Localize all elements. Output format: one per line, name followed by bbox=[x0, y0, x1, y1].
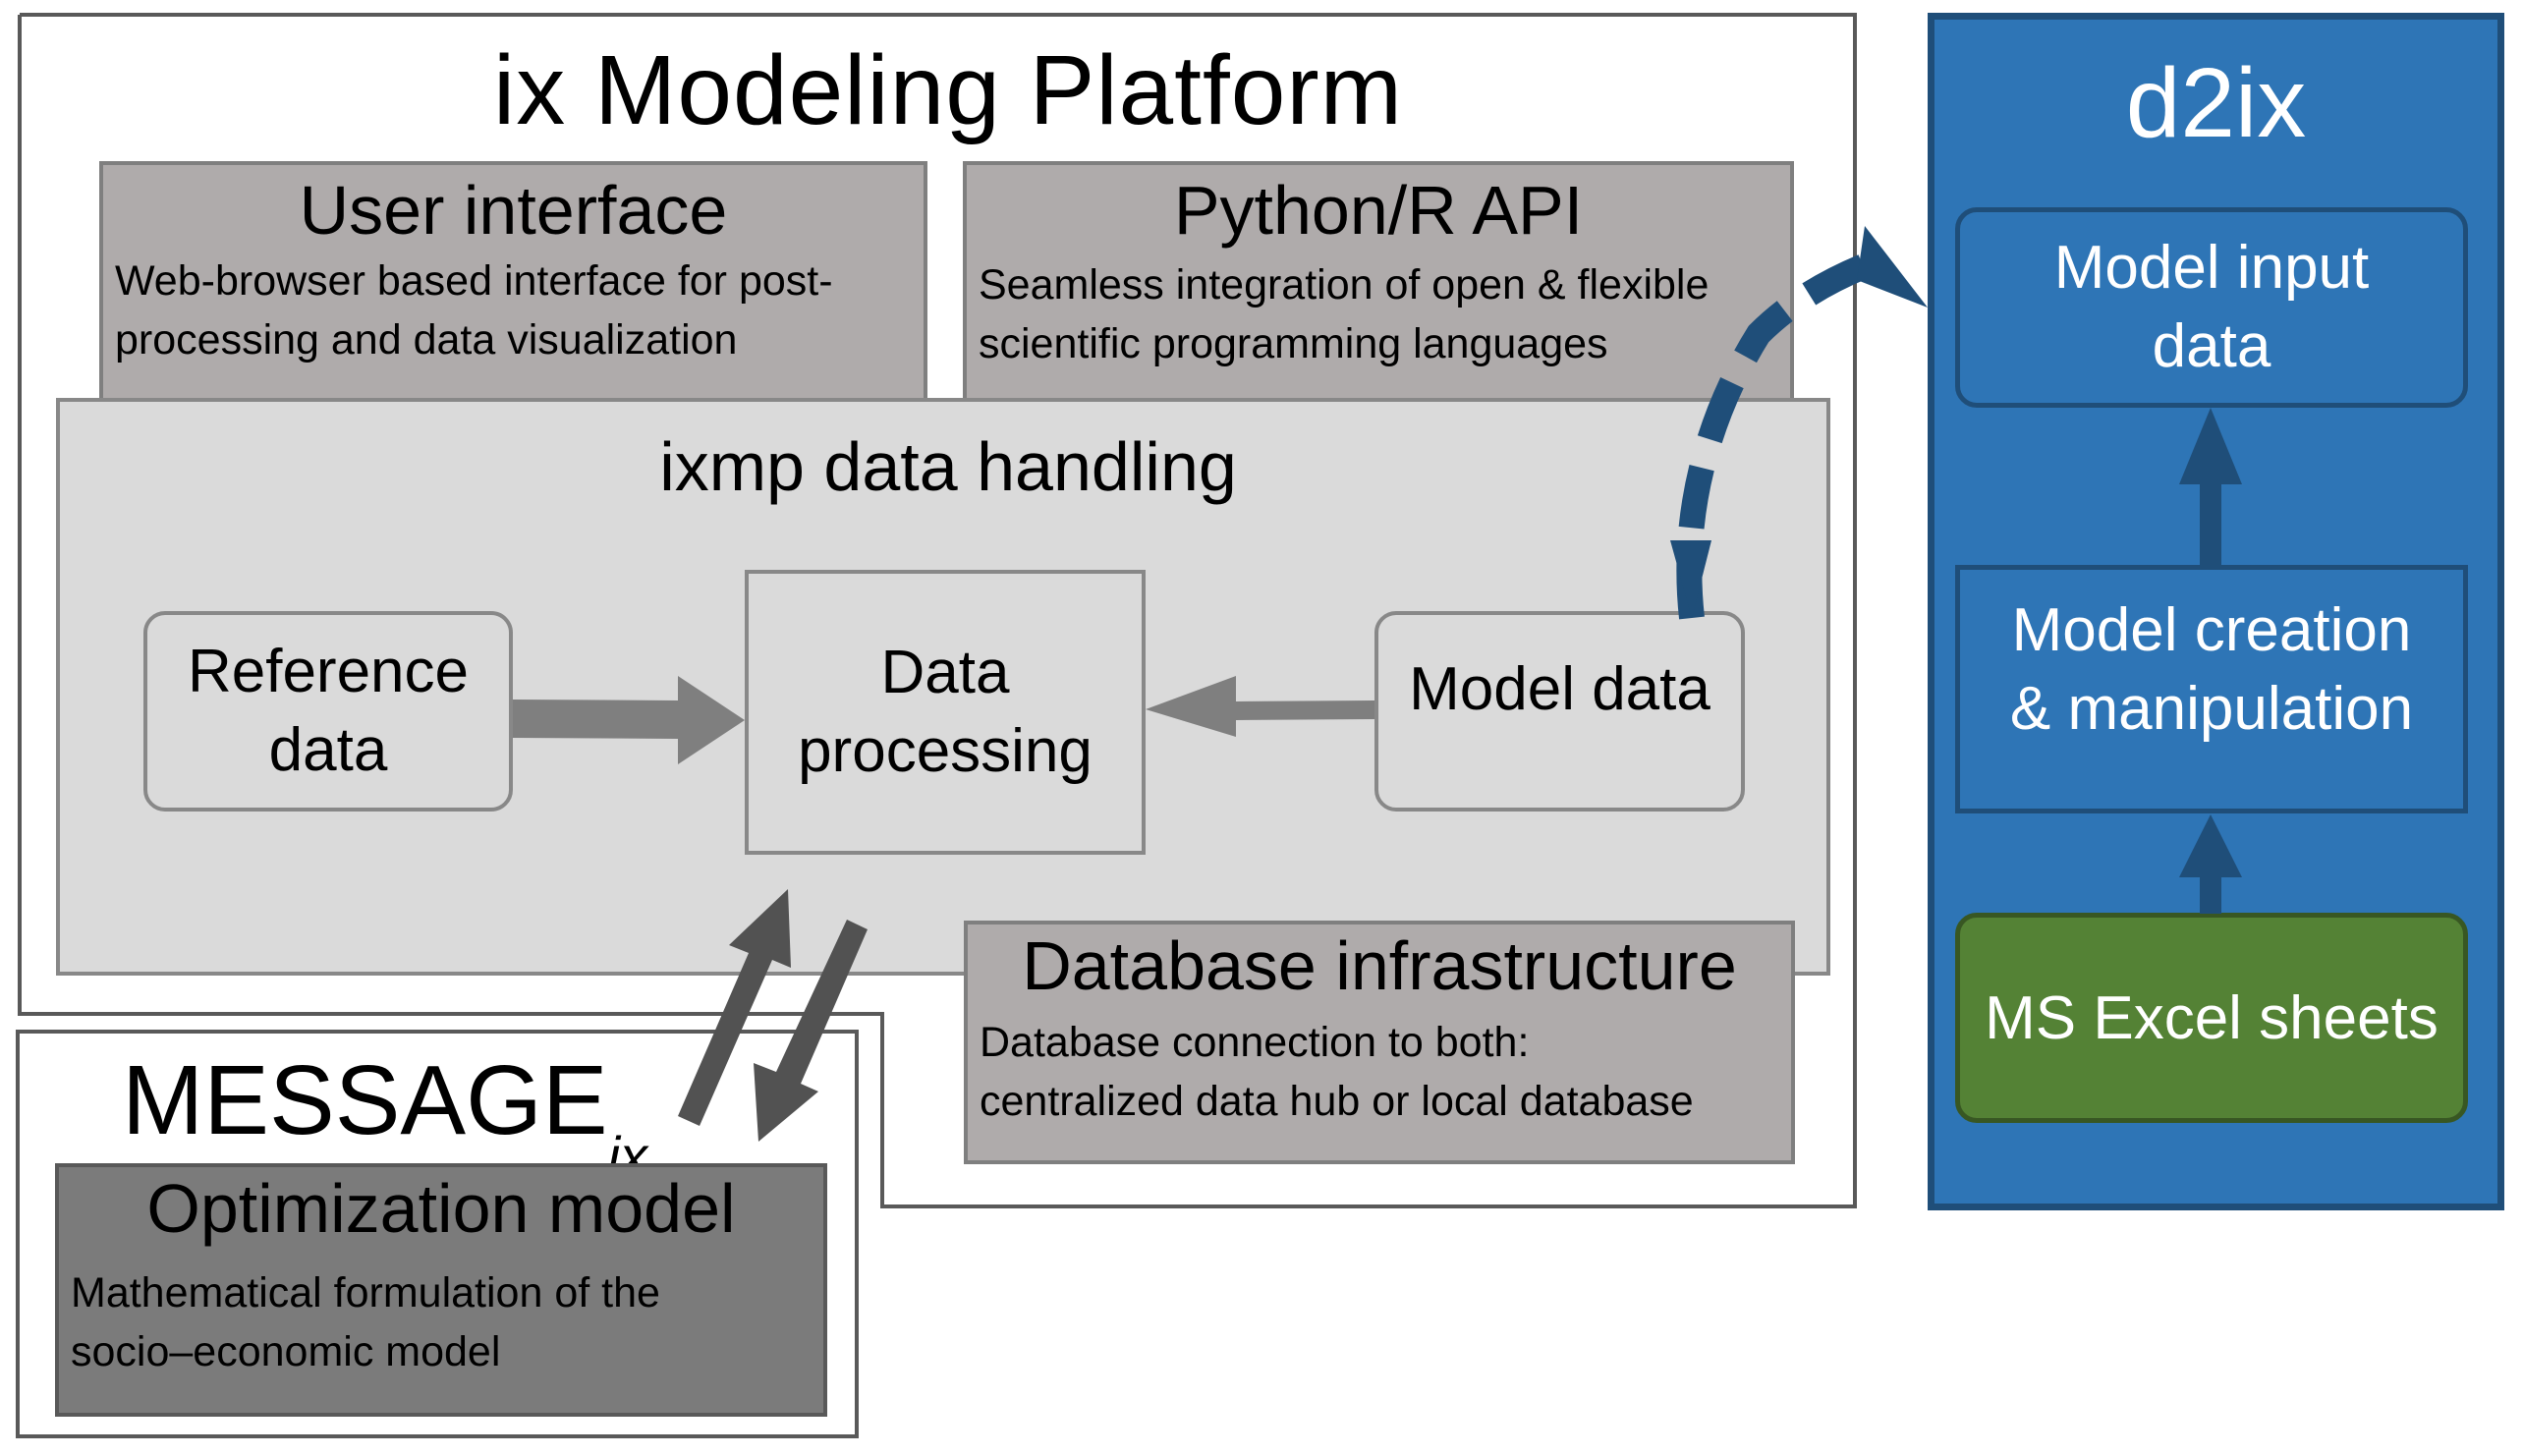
python-r-api-box[interactable]: Python/R API Seamless integration of ope… bbox=[963, 161, 1794, 407]
model-input-label-line1: Model input bbox=[2053, 234, 2370, 302]
data-processing-node[interactable]: Data processing bbox=[745, 570, 1146, 855]
database-title: Database infrastructure bbox=[1022, 927, 1737, 1004]
messageix-title-main: MESSAGE bbox=[122, 1045, 608, 1155]
api-description-line2: scientific programming languages bbox=[979, 320, 1608, 367]
user-interface-title: User interface bbox=[299, 172, 728, 249]
model-creation-node[interactable]: Model creation & manipulation bbox=[1955, 565, 2468, 813]
reference-data-label-line1: Reference bbox=[187, 638, 470, 705]
optimization-description-line2: socio–economic model bbox=[71, 1328, 501, 1375]
optimization-model-box[interactable]: Optimization model Mathematical formulat… bbox=[55, 1163, 827, 1417]
reference-data-node[interactable]: Reference data bbox=[143, 611, 513, 812]
database-infrastructure-box[interactable]: Database infrastructure Database connect… bbox=[964, 921, 1795, 1164]
model-creation-label-line1: Model creation bbox=[2011, 595, 2412, 664]
user-interface-box[interactable]: User interface Web-browser based interfa… bbox=[99, 161, 927, 407]
user-interface-description-line2: processing and data visualization bbox=[115, 316, 738, 364]
platform-title: ix Modeling Platform bbox=[493, 35, 1403, 145]
model-input-data-node[interactable]: Model input data bbox=[1955, 207, 2468, 408]
database-description-line2: centralized data hub or local database bbox=[980, 1078, 1694, 1125]
model-data-label: Model data bbox=[1409, 655, 1710, 723]
optimization-title: Optimization model bbox=[146, 1170, 736, 1247]
d2ix-title: d2ix bbox=[2125, 48, 2307, 158]
model-input-label-line2: data bbox=[2152, 312, 2271, 380]
excel-label: MS Excel sheets bbox=[1985, 983, 2439, 1052]
optimization-description-line1: Mathematical formulation of the bbox=[71, 1269, 660, 1316]
api-description-line1: Seamless integration of open & flexible bbox=[979, 261, 1710, 308]
messageix-title: MESSAGEix bbox=[122, 1041, 647, 1187]
reference-data-label-line2: data bbox=[268, 716, 388, 784]
data-processing-label-line2: processing bbox=[798, 717, 1093, 785]
model-data-node[interactable]: Model data bbox=[1374, 611, 1745, 812]
data-handling-title: ixmp data handling bbox=[659, 428, 1237, 505]
api-title: Python/R API bbox=[1173, 172, 1584, 249]
user-interface-description-line1: Web-browser based interface for post- bbox=[115, 257, 833, 305]
data-processing-label-line1: Data bbox=[880, 639, 1010, 706]
database-description-line1: Database connection to both: bbox=[980, 1019, 1530, 1066]
model-creation-label-line2: & manipulation bbox=[2009, 674, 2414, 743]
ms-excel-sheets-node[interactable]: MS Excel sheets bbox=[1955, 913, 2468, 1123]
